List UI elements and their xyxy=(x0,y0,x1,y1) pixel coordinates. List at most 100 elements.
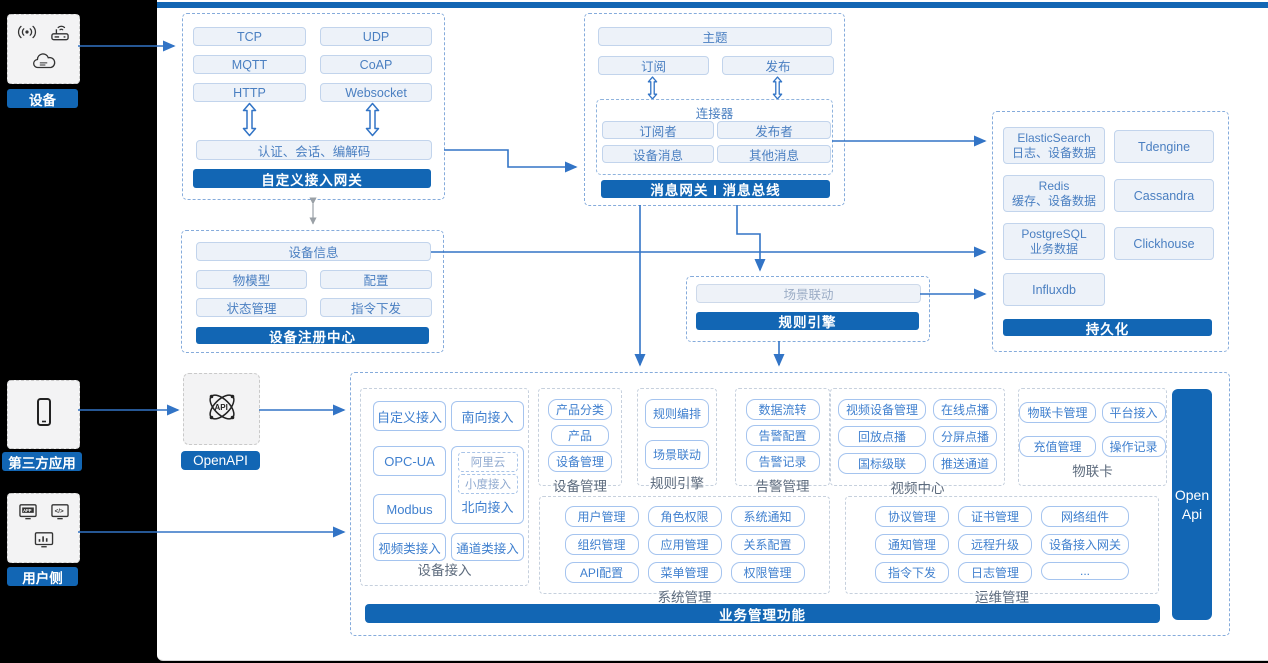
store-name: Redis xyxy=(1038,178,1070,193)
svg-text:APP: APP xyxy=(23,507,32,512)
section-system-mgmt: 用户管理 角色权限 系统通知 组织管理 应用管理 关系配置 API配置 菜单管理… xyxy=(539,496,830,605)
access-northbound-box: 阿里云 小度接入 北向接入 xyxy=(451,446,524,524)
third-party-box xyxy=(7,380,80,449)
user-side-label: 用户侧 xyxy=(7,567,78,586)
svg-text:API: API xyxy=(214,403,227,412)
section-video-center: 视频设备管理 在线点播 回放点播 分屏点播 国标级联 推送通道 视频中心 xyxy=(830,388,1005,496)
cloud-icon xyxy=(31,52,57,75)
double-arrow-icon xyxy=(364,102,381,142)
access-northbound-label: 北向接入 xyxy=(461,500,514,515)
section-label: 运维管理 xyxy=(975,590,1029,605)
message-gateway-title: 消息网关 I 消息总线 xyxy=(601,180,830,198)
feature-chip: 场景联动 xyxy=(644,440,709,469)
openapi-label: OpenAPI xyxy=(181,451,260,470)
section-device-access: 自定义接入 南向接入 OPC-UA 阿里云 小度接入 北向接入 Modbus 视… xyxy=(360,388,529,586)
app-window-icon: APP xyxy=(18,503,38,525)
feature-chip: 视频设备管理 xyxy=(837,399,926,420)
feature-chip: 数据流转 xyxy=(745,399,820,420)
feature-chip: 操作记录 xyxy=(1101,436,1166,457)
dashboard-icon xyxy=(33,531,55,554)
auth-session-codec: 认证、会话、编解码 xyxy=(196,140,432,160)
store-desc: 业务数据 xyxy=(1029,241,1078,256)
device-label: 设备 xyxy=(7,89,78,108)
subscriber: 订阅者 xyxy=(602,121,714,139)
topic: 主题 xyxy=(598,27,832,46)
feature-chip: 平台接入 xyxy=(1101,402,1166,423)
section-rule-engine: 规则编排 场景联动 规则引擎 xyxy=(637,388,717,491)
section-device-mgmt: 产品分类 产品 设备管理 设备管理 xyxy=(538,388,622,494)
double-arrow-icon xyxy=(241,102,258,142)
section-iot-card: 物联卡管理 平台接入 充值管理 操作记录 物联卡 xyxy=(1018,388,1167,486)
feature-chip: 产品 xyxy=(551,425,609,446)
device-sources-box xyxy=(7,14,80,84)
section-label: 视频中心 xyxy=(890,481,945,496)
feature-chip: 证书管理 xyxy=(957,506,1032,527)
feature-chip: 国标级联 xyxy=(837,453,926,474)
section-label: 设备管理 xyxy=(553,479,607,494)
config: 配置 xyxy=(320,270,432,289)
access-xiaodu: 小度接入 xyxy=(458,474,518,494)
protocol-coap: CoAP xyxy=(320,55,432,74)
feature-chip: 产品分类 xyxy=(547,399,612,420)
device-icons-row xyxy=(17,23,71,46)
feature-chip: ... xyxy=(1040,562,1129,580)
protocol-udp: UDP xyxy=(320,27,432,46)
protocol-mqtt: MQTT xyxy=(193,55,306,74)
store-tdengine: Tdengine xyxy=(1114,130,1214,163)
access-southbound: 南向接入 xyxy=(451,401,524,431)
openapi-box: API xyxy=(183,373,260,445)
feature-chip: 权限管理 xyxy=(730,562,805,583)
feature-chip: 系统通知 xyxy=(730,506,805,527)
feature-chip: 远程升级 xyxy=(957,534,1032,555)
access-opcua: OPC-UA xyxy=(373,446,446,476)
feature-chip: 规则编排 xyxy=(644,399,709,428)
feature-chip: 组织管理 xyxy=(564,534,639,555)
double-arrow-icon xyxy=(646,76,659,105)
store-name: PostgreSQL xyxy=(1021,226,1087,241)
section-label: 规则引擎 xyxy=(650,476,704,491)
publish: 发布 xyxy=(722,56,834,75)
smartphone-icon xyxy=(34,397,54,432)
svg-text:</>: </> xyxy=(54,507,63,514)
feature-chip: 应用管理 xyxy=(647,534,722,555)
persistence-box xyxy=(992,111,1229,352)
rule-engine-box xyxy=(686,276,930,342)
feature-chip: 网络组件 xyxy=(1040,506,1129,527)
access-aliyun: 阿里云 xyxy=(458,452,518,472)
section-label: 物联卡 xyxy=(1072,464,1113,479)
connector-box: 连接器 xyxy=(596,99,833,175)
store-name: ElasticSearch xyxy=(1017,130,1091,145)
store-influxdb: Influxdb xyxy=(1003,273,1105,306)
feature-chip: 在线点播 xyxy=(933,399,998,420)
feature-chip: 设备管理 xyxy=(547,451,612,472)
store-elasticsearch: ElasticSearch 日志、设备数据 xyxy=(1003,127,1105,164)
protocol-http: HTTP xyxy=(193,83,306,102)
router-icon xyxy=(49,23,71,46)
section-alarm: 数据流转 告警配置 告警记录 告警管理 xyxy=(735,388,830,494)
store-redis: Redis 缓存、设备数据 xyxy=(1003,175,1105,212)
device-info: 设备信息 xyxy=(196,242,431,261)
feature-chip: 告警记录 xyxy=(745,451,820,472)
connector-label: 连接器 xyxy=(695,107,734,121)
open-api-bar: Open Api xyxy=(1172,389,1212,620)
feature-chip: 日志管理 xyxy=(957,562,1032,583)
user-icons-row: APP </> xyxy=(18,503,70,525)
user-side-box: APP </> xyxy=(7,493,80,563)
feature-chip: 设备接入网关 xyxy=(1040,534,1129,555)
store-desc: 日志、设备数据 xyxy=(1011,145,1096,160)
command-dispatch: 指令下发 xyxy=(320,298,432,317)
business-title-bar: 业务管理功能 xyxy=(365,604,1160,623)
state-management: 状态管理 xyxy=(196,298,307,317)
feature-chip: 通知管理 xyxy=(874,534,949,555)
double-arrow-icon xyxy=(771,76,784,105)
message-gateway-box xyxy=(584,13,845,206)
feature-chip: 推送通道 xyxy=(933,453,998,474)
device-message: 设备消息 xyxy=(602,145,714,163)
section-label: 设备接入 xyxy=(417,563,472,578)
section-label: 告警管理 xyxy=(755,479,810,494)
custom-gateway-title: 自定义接入网关 xyxy=(193,169,431,188)
scene-linkage: 场景联动 xyxy=(696,284,921,303)
feature-chip: 关系配置 xyxy=(730,534,805,555)
feature-chip: 指令下发 xyxy=(874,562,949,583)
rule-engine-title: 规则引擎 xyxy=(696,312,919,330)
